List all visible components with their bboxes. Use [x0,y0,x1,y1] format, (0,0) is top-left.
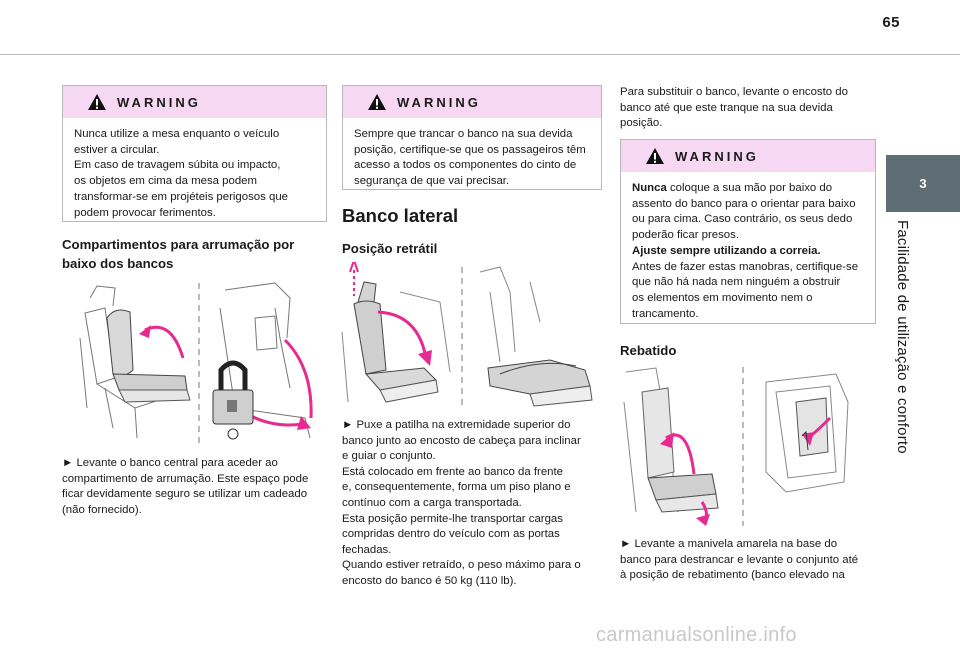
warning-header: WARNING [343,86,601,118]
retract-heading: Posição retrátil [342,241,438,256]
retract-seat-illustration [341,262,593,407]
warning-text: Nunca coloque a sua mão por baixo do ass… [632,182,859,320]
replace-text: Para substituir o banco, levante o encos… [620,86,848,130]
folding-seat-illustration [623,367,849,526]
warning-header: WARNING [621,140,875,172]
warning-box-seat-lock: WARNING Sempre que trancar o banco na su… [342,85,602,190]
chapter-tab[interactable]: 3 [886,155,960,212]
retract-text: ► Puxe a patilha na extremidade superior… [342,419,581,587]
storage-seat-illustration [79,282,313,446]
header-rule [0,54,960,55]
warning-box-hands: WARNING Nunca coloque a sua mão por baix… [620,139,876,324]
warning-triangle-icon [646,148,664,164]
warning-triangle-icon [368,94,386,110]
storage-heading: Compartimentos para arrumação por baixo … [62,237,295,271]
warning-title: WARNING [675,148,759,164]
warning-text: Nunca utilize a mesa enquanto o veículo … [74,128,288,219]
warning-text: Sempre que trancar o banco na sua devida… [354,128,586,188]
folding-text: ► Levante a manivela amarela na base do … [620,538,859,582]
warning-title: WARNING [397,94,481,110]
folding-heading: Rebatido [620,343,677,358]
chapter-title: Facilidade de utilização e conforto [894,220,911,454]
warning-title: WARNING [117,94,201,110]
warning-header: WARNING [63,86,326,118]
warning-triangle-icon [88,94,106,110]
storage-text: ► Levante o banco central para aceder ao… [62,457,309,516]
warning-box-table: WARNING Nunca utilize a mesa enquanto o … [62,85,327,222]
side-seat-title: Banco lateral [342,205,459,226]
watermark: carmanualsonline.info [596,624,797,646]
page-number: 65 [882,14,900,31]
